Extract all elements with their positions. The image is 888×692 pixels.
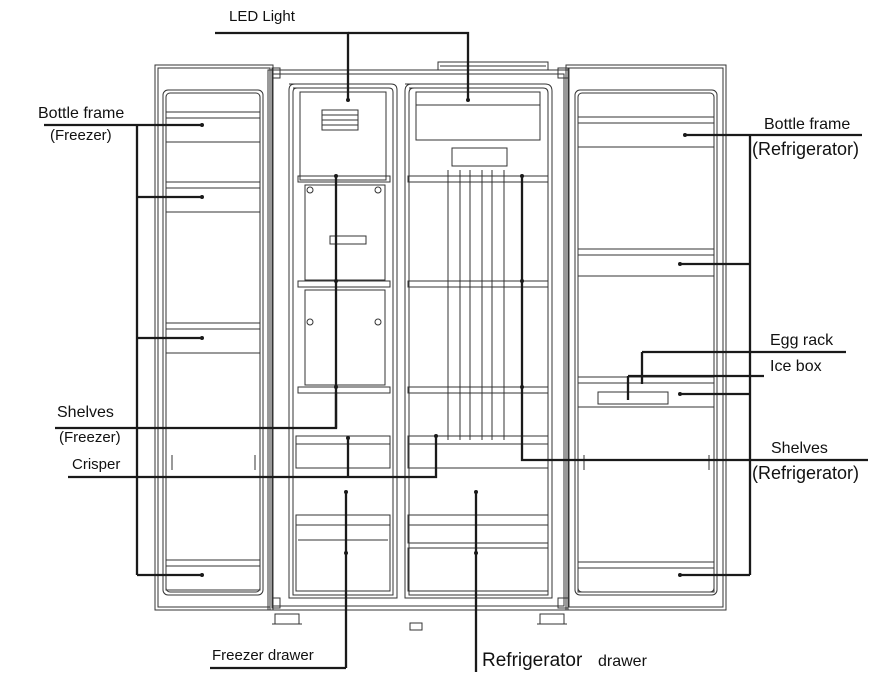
leader-led-light-right <box>348 31 470 100</box>
fridge-shelf-3 <box>407 386 549 394</box>
freezer-shelf-2 <box>297 280 391 288</box>
fridge-drawer-box <box>407 514 549 592</box>
label-shelves-freezer: Shelves <box>57 404 114 421</box>
label-shelves-fridge: Shelves <box>771 440 828 457</box>
water-channels <box>447 170 505 440</box>
label-fridge-drawer-sub: drawer <box>598 653 647 670</box>
fridge-shelf-1 <box>407 175 549 183</box>
freezer-compartment <box>288 83 398 599</box>
label-bottle-frame-fridge-sub: (Refrigerator) <box>752 139 860 159</box>
label-freezer-drawer: Freezer drawer <box>212 647 314 664</box>
freezer-shelf-1 <box>297 175 391 183</box>
fridge-compartment <box>404 83 553 599</box>
label-fridge-drawer: Refrigerator <box>482 650 583 671</box>
freezer-drawer-box <box>295 514 391 592</box>
label-bottle-frame-fridge: Bottle frame <box>764 116 851 133</box>
label-ice-box: Ice box <box>770 358 822 375</box>
label-egg-rack: Egg rack <box>770 332 834 349</box>
leader-crisper <box>68 436 438 479</box>
fridge-door-bin-4 <box>577 561 715 593</box>
fridge-door-bin-2 <box>577 248 715 277</box>
label-bottle-frame-freezer: Bottle frame <box>38 105 125 122</box>
label-shelves-fridge-sub: (Refrigerator) <box>752 463 860 483</box>
crisper-fridge <box>407 435 549 469</box>
egg-rack-bin <box>577 376 715 408</box>
fridge-shelf-2 <box>407 280 549 288</box>
label-crisper: Crisper <box>72 456 121 473</box>
leader-shelves-freezer <box>55 176 338 430</box>
freezer-shelf-3 <box>297 386 391 394</box>
leader-shelves-fridge <box>520 176 868 462</box>
fridge-door <box>557 64 727 611</box>
label-shelves-freezer-sub: (Freezer) <box>59 429 121 446</box>
leader-dots <box>200 98 687 577</box>
leader-lines <box>44 31 868 672</box>
label-led-light: LED Light <box>229 8 295 25</box>
freezer-door-bin-1 <box>165 111 261 143</box>
label-bottle-frame-freezer-sub: (Freezer) <box>50 127 112 144</box>
fridge-door-bin-1 <box>577 116 715 148</box>
crisper-freezer <box>295 435 391 469</box>
